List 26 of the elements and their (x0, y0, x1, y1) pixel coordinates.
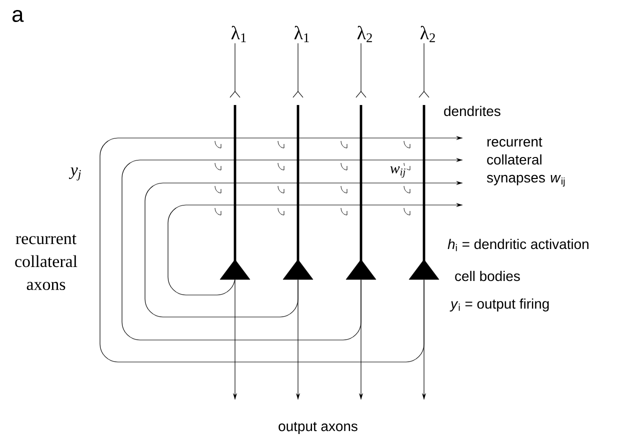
annotation: output axons (278, 422, 358, 434)
cell-body (282, 259, 314, 280)
cell-body (220, 259, 250, 280)
annotation: dendrites (444, 106, 500, 116)
input-axon (418, 42, 430, 98)
annotation: y$_{i}$ = output firing (450, 298, 549, 312)
annotation: recurrent collateral axons (15, 234, 78, 290)
variable-label: y$_{j}$ (68, 168, 81, 180)
dendrite (422, 105, 426, 262)
annotation: recurrent collateral synapses w$_{ij}$ (486, 138, 565, 187)
input-axon (292, 42, 304, 98)
cell-body (408, 259, 440, 280)
annotation: cell bodies (455, 270, 520, 282)
cell-body (346, 259, 376, 280)
input-label: λ$_{2}$ (357, 26, 372, 42)
input-label: λ$_{1}$ (294, 26, 309, 42)
panel-letter: a (12, 10, 24, 22)
annotation: h$_{i}$ = dendritic activation (448, 238, 588, 252)
input-axon (356, 42, 366, 98)
input-label: λ$_{1}$ (231, 26, 246, 42)
variable-label: w$_{ij}$ (389, 166, 407, 178)
input-label: λ$_{2}$ (420, 26, 435, 42)
dendrite (360, 105, 362, 262)
dendrite (234, 105, 236, 262)
dendrite (296, 105, 300, 262)
input-axon (230, 42, 240, 98)
